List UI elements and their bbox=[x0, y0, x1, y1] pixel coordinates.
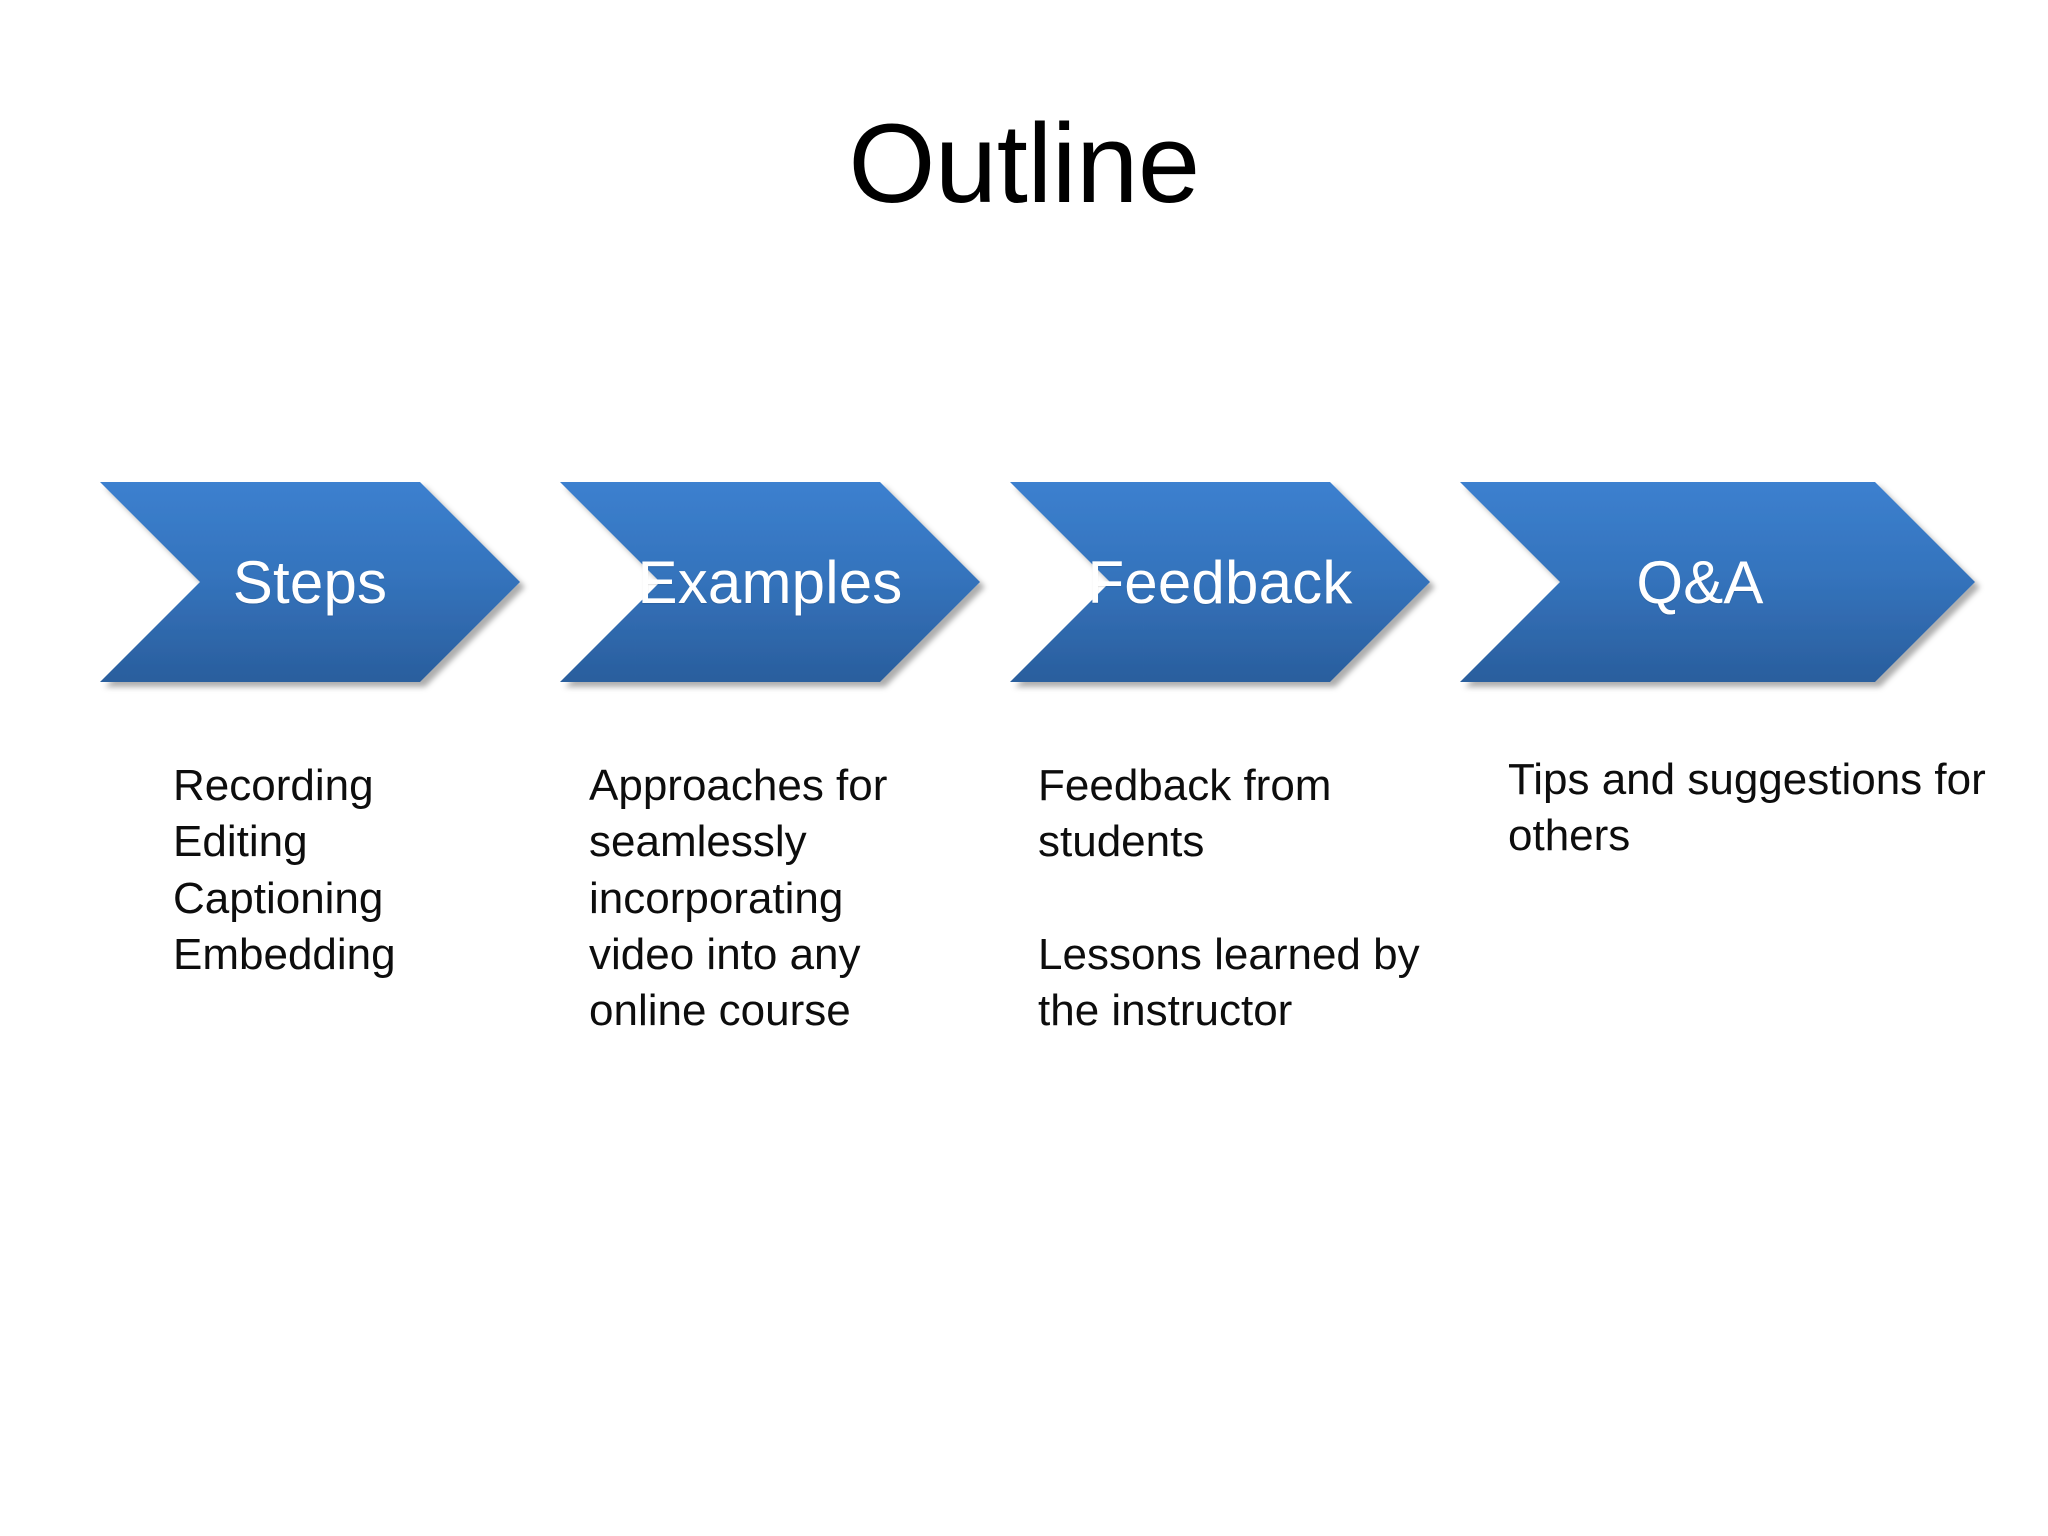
chevron-process-diagram: Steps Examples bbox=[0, 482, 2048, 688]
chevron-step-1[interactable] bbox=[100, 482, 520, 682]
column-text-examples: Approaches for seamlessly incorporating … bbox=[589, 761, 888, 1036]
column-text-feedback: Feedback from students Lessons learned b… bbox=[1038, 761, 1420, 1036]
chevron-step-2[interactable] bbox=[560, 482, 980, 682]
page-title: Outline bbox=[848, 101, 1200, 226]
chevron-step-3[interactable] bbox=[1010, 482, 1430, 682]
chevron-step-4[interactable] bbox=[1460, 482, 1975, 682]
column-text-qa: Tips and suggestions for others bbox=[1508, 755, 1986, 861]
column-text-steps: Recording Editing Captioning Embedding bbox=[173, 761, 396, 979]
